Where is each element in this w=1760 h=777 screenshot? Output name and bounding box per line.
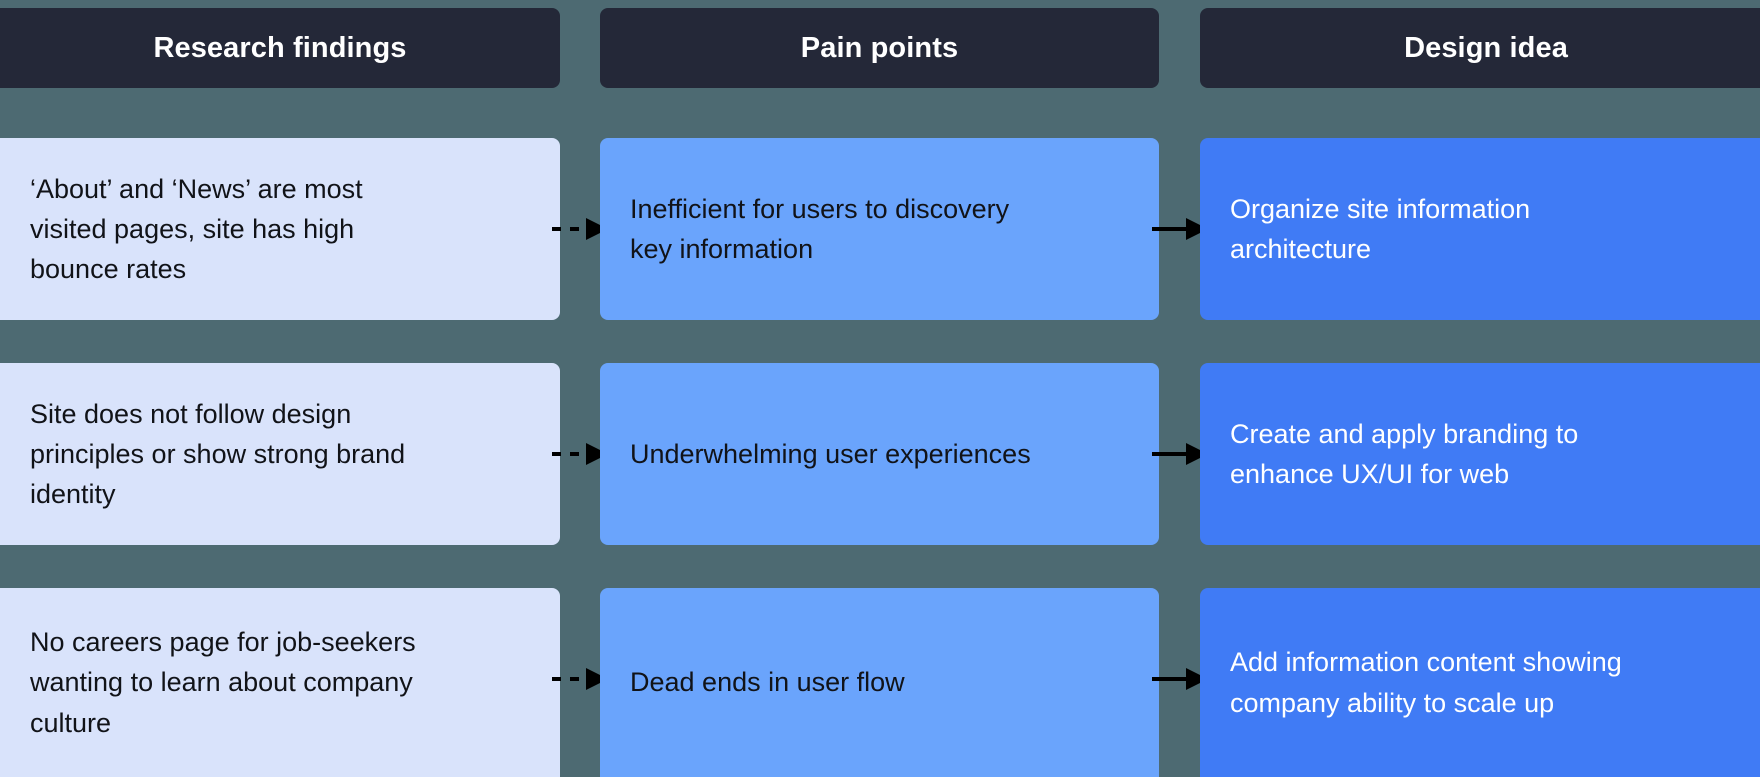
- research-finding-text: No careers page for job-seekers wanting …: [30, 627, 416, 738]
- pain-point-text: Inefficient for users to discovery key i…: [630, 193, 1010, 264]
- pain-point-text: Dead ends in user flow: [630, 667, 905, 698]
- pain-point-card: Inefficient for users to discovery key i…: [600, 138, 1159, 320]
- connector-finding-to-pain: [552, 437, 608, 471]
- arrowhead-right-icon: [1186, 668, 1208, 690]
- research-finding-card: ‘About’ and ‘News’ are most visited page…: [0, 138, 560, 320]
- design-idea-text: Create and apply branding to enhance UX/…: [1230, 418, 1579, 489]
- arrowhead-right-icon: [1186, 443, 1208, 465]
- design-idea-text: Add information content showing company …: [1230, 647, 1622, 718]
- column-header-research-findings: Research findings: [0, 8, 560, 88]
- design-idea-card: Create and apply branding to enhance UX/…: [1200, 363, 1760, 545]
- column-header-design-idea: Design idea: [1200, 8, 1760, 88]
- connector-pain-to-idea: [1152, 437, 1208, 471]
- connector-finding-to-pain: [552, 212, 608, 246]
- pain-point-text: Underwhelming user experiences: [630, 438, 1031, 469]
- research-finding-text: ‘About’ and ‘News’ are most visited page…: [30, 173, 363, 285]
- design-idea-text: Organize site information architecture: [1230, 193, 1531, 264]
- pain-point-card: Underwhelming user experiences: [600, 363, 1159, 545]
- column-header-pain-points: Pain points: [600, 8, 1159, 88]
- connector-pain-to-idea: [1152, 662, 1208, 696]
- research-finding-card: Site does not follow design principles o…: [0, 363, 560, 545]
- arrowhead-right-icon: [1186, 218, 1208, 240]
- pain-point-card: Dead ends in user flow: [600, 588, 1159, 777]
- arrowhead-right-icon: [586, 668, 608, 690]
- connector-pain-to-idea: [1152, 212, 1208, 246]
- column-header-label: Design idea: [1404, 31, 1568, 64]
- column-header-label: Pain points: [800, 31, 959, 64]
- arrowhead-right-icon: [586, 218, 608, 240]
- design-idea-card: Organize site information architecture: [1200, 138, 1760, 320]
- column-header-label: Research findings: [153, 31, 407, 64]
- design-idea-card: Add information content showing company …: [1200, 588, 1760, 777]
- arrowhead-right-icon: [586, 443, 608, 465]
- research-finding-card: No careers page for job-seekers wanting …: [0, 588, 560, 777]
- connector-finding-to-pain: [552, 662, 608, 696]
- research-finding-text: Site does not follow design principles o…: [30, 398, 406, 510]
